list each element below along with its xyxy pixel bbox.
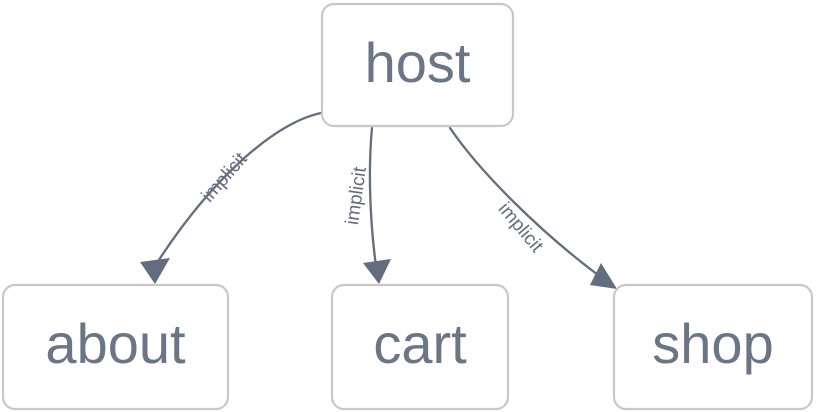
node-host-label: host (365, 31, 471, 94)
node-host[interactable]: host (320, 2, 515, 128)
edge-host-cart-line (368, 126, 378, 268)
node-host-box (320, 2, 515, 128)
edge-host-cart[interactable]: implicit (342, 126, 391, 284)
node-cart[interactable]: cart (330, 283, 510, 411)
edges-layer: implicit implicit implicit (140, 110, 617, 289)
node-shop-box (612, 283, 814, 411)
node-cart-box (330, 283, 510, 411)
node-about-label: about (45, 312, 186, 375)
node-shop-label: shop (652, 312, 773, 375)
edge-host-cart-arrowhead (363, 259, 391, 284)
node-about[interactable]: about (1, 283, 230, 411)
node-shop[interactable]: shop (612, 283, 814, 411)
edge-host-shop-line (448, 126, 604, 280)
edge-label-host-about: implicit (198, 148, 252, 206)
edge-host-about-arrowhead (140, 258, 170, 284)
node-about-box (1, 283, 230, 411)
edge-label-host-cart: implicit (342, 165, 371, 226)
edge-host-shop-arrowhead (590, 263, 617, 289)
edge-host-shop[interactable]: implicit (448, 126, 617, 289)
edge-host-about-line (153, 110, 328, 268)
node-cart-label: cart (373, 312, 467, 375)
edge-host-about[interactable]: implicit (140, 110, 328, 284)
